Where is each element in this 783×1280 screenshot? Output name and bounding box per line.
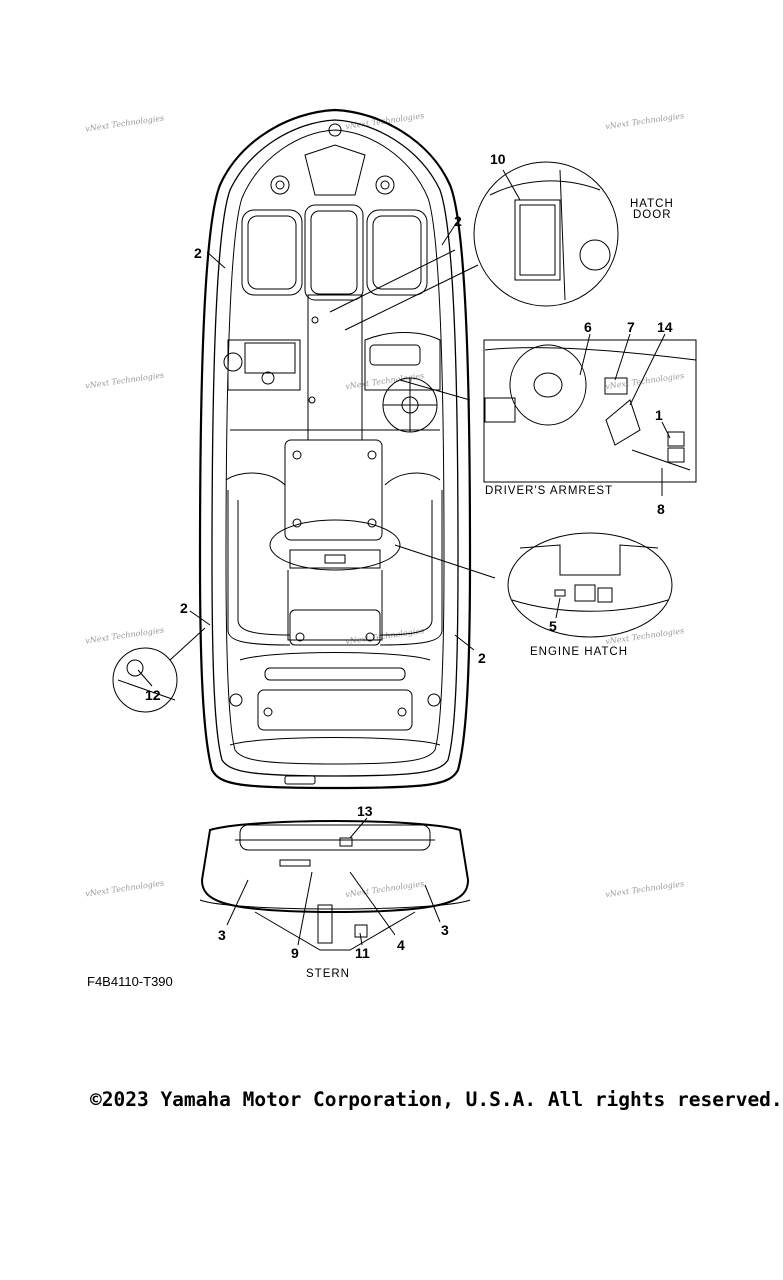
watermark: vNext Technologies (85, 113, 165, 133)
watermark: vNext Technologies (345, 626, 425, 646)
callout-2: 2 (478, 650, 486, 666)
figure-code: F4B4110-T390 (87, 974, 173, 989)
drivers-armrest-inset (399, 339, 697, 483)
captions: HATCH DOOR DRIVER'S ARMREST ENGINE HATCH… (87, 198, 674, 989)
callout-12: 12 (145, 687, 161, 703)
callout-8: 8 (657, 501, 665, 517)
callout-numbers: 1 2 2 2 2 3 3 4 5 6 7 8 9 10 11 12 13 14 (145, 151, 673, 961)
callout-9: 9 (291, 945, 299, 961)
leader-lines (137, 169, 671, 946)
boat-top-view (198, 108, 472, 790)
callout-6: 6 (584, 319, 592, 335)
engine-hatch-inset (394, 532, 673, 638)
caption-engine-hatch: ENGINE HATCH (530, 646, 628, 658)
watermarks: vNext Technologies vNext Technologies vN… (85, 111, 685, 899)
watermark: vNext Technologies (85, 370, 165, 390)
caption-hatch-door-line2: DOOR (633, 209, 672, 221)
caption-drivers-armrest: DRIVER'S ARMREST (485, 485, 613, 497)
callout-2: 2 (180, 600, 188, 616)
watermark: vNext Technologies (605, 879, 685, 899)
watermark: vNext Technologies (85, 625, 165, 645)
caption-hatch-door-line1: HATCH (630, 198, 674, 210)
callout-11: 11 (355, 945, 370, 961)
callout-2: 2 (194, 245, 202, 261)
callout-2: 2 (454, 213, 462, 229)
callout-3: 3 (218, 927, 226, 943)
caption-stern: STERN (306, 968, 350, 980)
callout-10: 10 (490, 151, 506, 167)
hatch-door-inset (329, 161, 619, 331)
callout-7: 7 (627, 319, 635, 335)
watermark: vNext Technologies (85, 878, 165, 898)
part-12-inset (112, 627, 206, 713)
watermark: vNext Technologies (605, 111, 685, 131)
callout-4: 4 (397, 937, 405, 953)
callout-14: 14 (657, 319, 673, 335)
callout-5: 5 (549, 618, 557, 634)
callout-3: 3 (441, 922, 449, 938)
copyright-notice: ©2023 Yamaha Motor Corporation, U.S.A. A… (90, 1088, 783, 1111)
callout-13: 13 (357, 803, 373, 819)
callout-1: 1 (655, 407, 663, 423)
watermark: vNext Technologies (605, 626, 685, 646)
watermark: vNext Technologies (345, 371, 425, 391)
stern-view (199, 820, 471, 951)
